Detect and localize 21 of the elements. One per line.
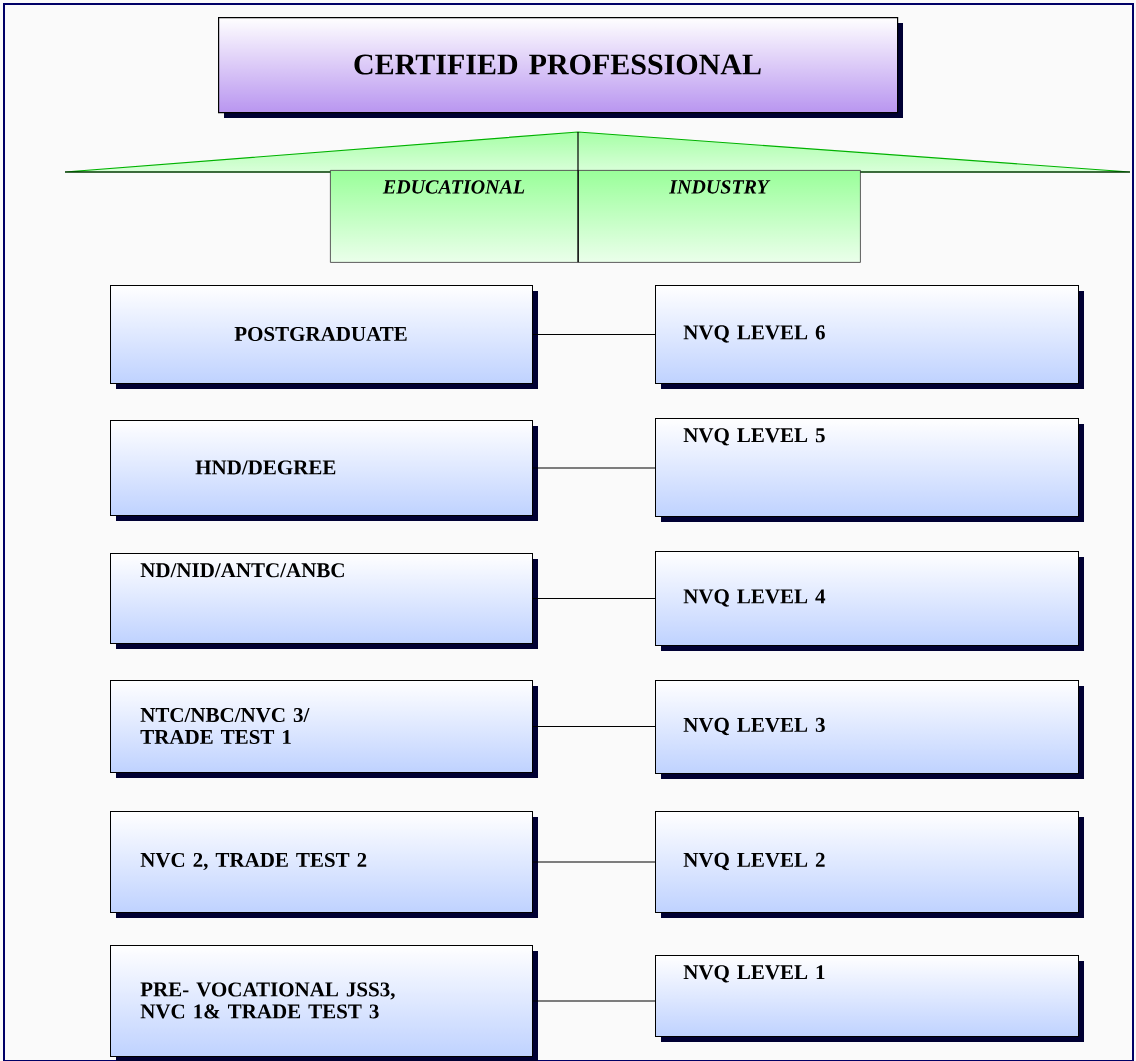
title-box: CERTIFIED PROFESSIONAL — [218, 17, 903, 118]
connector-line — [532, 598, 656, 599]
level-box: HND/DEGREE — [110, 420, 538, 521]
connector-line — [532, 467, 656, 469]
level-box: NVQ LEVEL 2 — [655, 811, 1084, 918]
level-box: POSTGRADUATE — [110, 285, 538, 389]
level-box: PRE- VOCATIONAL JSS3, NVC 1& TRADE TEST 3 — [110, 945, 538, 1061]
connector-line — [532, 726, 656, 727]
level-box: NTC/NBC/NVC 3/ TRADE TEST 1 — [110, 680, 538, 778]
category-box: INDUSTRY — [578, 170, 861, 263]
level-box: NVQ LEVEL 5 — [655, 418, 1084, 522]
connector-line — [532, 861, 656, 863]
level-box: ND/NID/ANTC/ANBC — [110, 553, 538, 649]
level-box: NVQ LEVEL 4 — [655, 551, 1084, 651]
category-box: EDUCATIONAL — [330, 170, 579, 263]
level-box: NVQ LEVEL 6 — [655, 285, 1084, 389]
connector-line — [532, 1000, 656, 1002]
level-box: NVQ LEVEL 3 — [655, 680, 1084, 779]
connector-line — [532, 334, 656, 335]
level-box: NVQ LEVEL 1 — [655, 955, 1084, 1042]
level-box: NVC 2, TRADE TEST 2 — [110, 811, 538, 918]
